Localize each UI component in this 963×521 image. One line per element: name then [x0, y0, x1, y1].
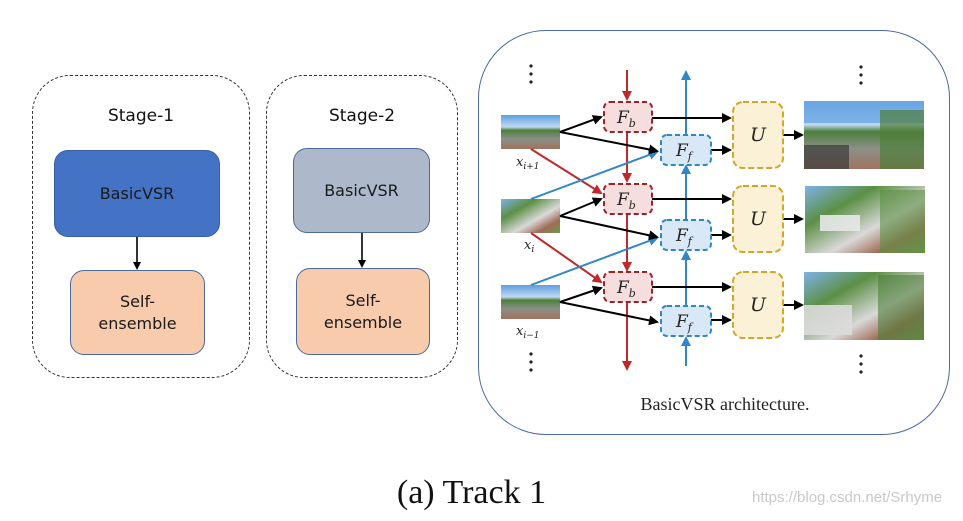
- svg-text:Ff: Ff: [675, 141, 694, 163]
- svg-text:Ff: Ff: [675, 226, 694, 248]
- upsample-module-2: U: [732, 185, 784, 253]
- input-label-bot: xi−1: [516, 324, 540, 341]
- input-frame-mid-image: [501, 199, 560, 233]
- fb-module-2: Fb: [603, 183, 653, 215]
- stage-1-self-ensemble-label: Self- ensemble: [98, 291, 177, 333]
- output-frame-mid-image: [805, 186, 925, 253]
- red-diag-mid: [530, 232, 603, 284]
- basicvsr-architecture-panel: [478, 30, 950, 435]
- stage-2-self-ensemble-label: Self- ensemble: [323, 290, 403, 332]
- in-top-to-fb: [559, 115, 603, 133]
- stage-1-title: Stage-1: [107, 106, 175, 126]
- ellipsis-top-right: [859, 65, 863, 85]
- figure-caption-text: (a) Track 1: [396, 474, 547, 511]
- red-diag-top: [530, 148, 603, 195]
- stage-1-self-ensemble-node: Self- ensemble: [70, 270, 205, 355]
- fb-module-3: Fb: [603, 271, 653, 303]
- ellipsis-bottom-right: [859, 354, 863, 374]
- upsample-module-1: U: [732, 101, 784, 169]
- stage-1-group: Stage-1: [32, 75, 250, 378]
- svg-text:Fb: Fb: [616, 190, 636, 212]
- stage-2-basicvsr-node: BasicVSR: [293, 148, 430, 233]
- upsample-module-3: U: [732, 271, 784, 339]
- blue-diag-bot: [530, 236, 659, 286]
- watermark: https://blog.csdn.net/Srhyme: [752, 489, 943, 506]
- stage-2-title: Stage-2: [328, 106, 396, 126]
- output-frame-top-image: [804, 101, 924, 169]
- input-label-mid: xi: [524, 238, 534, 255]
- in-top-to-ff: [559, 131, 659, 155]
- stage-arrows: [133, 233, 366, 270]
- blue-diag-mid: [530, 150, 659, 200]
- in-bot-to-ff: [559, 301, 659, 326]
- fb-module-1: Fb: [603, 101, 653, 133]
- stage-2-group: Stage-2: [266, 75, 458, 378]
- stage-2-self-ensemble-node: Self- ensemble: [296, 268, 430, 355]
- output-frame-bot-image: [804, 272, 924, 340]
- ellipsis-bottom-left: [529, 352, 533, 372]
- stage-1-basicvsr-node: BasicVSR: [54, 150, 220, 237]
- input-frame-bot-image: [501, 285, 560, 319]
- ff-module-2: Ff: [660, 219, 712, 251]
- svg-text:U: U: [750, 124, 767, 146]
- figure-caption: (a) Track 1: [0, 474, 963, 512]
- svg-text:Fb: Fb: [616, 108, 636, 130]
- architecture-label: BasicVSR architecture.: [640, 394, 810, 414]
- svg-text:Fb: Fb: [616, 278, 636, 300]
- input-label-top: xi+1: [516, 155, 540, 172]
- ellipsis-top-left: [529, 64, 533, 84]
- ff-module-1: Ff: [660, 134, 712, 166]
- input-frame-top-image: [501, 115, 560, 149]
- architecture-diagram: xi+1 xi xi−1 Fb: [501, 64, 925, 374]
- ff-module-3: Ff: [660, 305, 712, 337]
- in-mid-to-ff: [559, 215, 659, 241]
- in-bot-to-fb: [559, 285, 603, 303]
- svg-text:U: U: [750, 208, 767, 230]
- in-mid-to-fb: [559, 197, 603, 217]
- svg-text:U: U: [750, 294, 767, 316]
- svg-text:Ff: Ff: [675, 312, 694, 334]
